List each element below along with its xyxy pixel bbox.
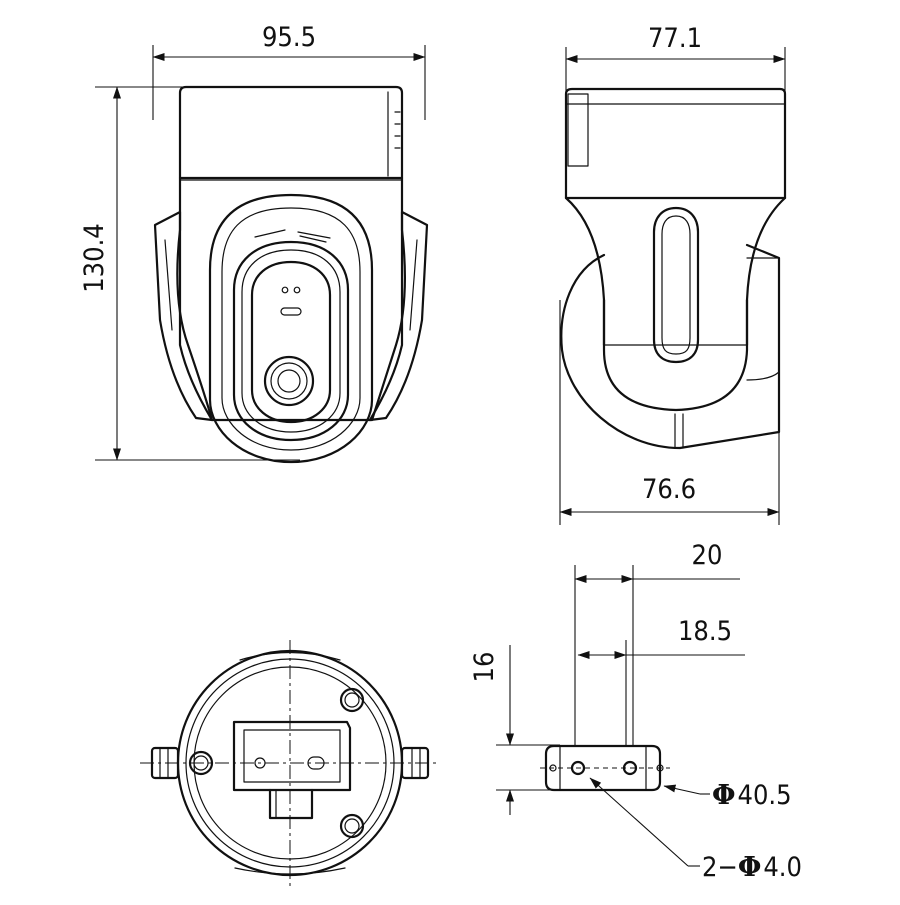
front-lens-module	[232, 240, 350, 442]
bottom-screw-left	[188, 750, 214, 776]
bracket-hole-right	[622, 760, 638, 776]
side-top-width-dimension: 77.1	[565, 23, 786, 92]
bottom-left-knob	[150, 746, 180, 780]
phi-symbol: Φ	[712, 780, 736, 811]
front-width-label: 95.5	[262, 22, 316, 53]
bracket-detail: 20 18.5 16 Φ40.5 2−Φ4	[469, 540, 802, 883]
front-lens-outer	[263, 355, 315, 407]
front-view: 95.5 130.4	[79, 22, 429, 464]
bracket-holes-callout: 2−Φ4.0	[702, 852, 802, 883]
bracket-dim-20: 20	[574, 540, 740, 745]
bottom-mounting-plate	[232, 720, 352, 792]
front-top-slot	[254, 229, 286, 238]
bracket-body	[544, 744, 662, 792]
front-height-dimension: 130.4	[79, 86, 300, 461]
side-slot	[652, 206, 700, 364]
front-camera-head	[208, 193, 374, 464]
side-neck	[564, 196, 787, 347]
front-side-button-ticks	[394, 111, 401, 149]
bracket-diameter-value: 40.5	[738, 780, 792, 811]
bottom-plate-hole	[254, 757, 266, 769]
bracket-hole-value: 4.0	[763, 852, 802, 883]
side-mount-tab	[567, 93, 589, 167]
bracket-dim-16: 16	[469, 645, 560, 815]
bracket-dim-16-label: 16	[469, 652, 500, 683]
front-height-label: 130.4	[79, 223, 110, 293]
front-yoke	[176, 176, 407, 422]
front-sensor-right	[293, 286, 301, 294]
bracket-dim-18-5-label: 18.5	[678, 616, 732, 647]
bottom-right-knob	[400, 746, 430, 780]
side-top-housing	[564, 87, 787, 200]
side-camera-head	[560, 243, 781, 450]
side-bottom-width-label: 76.6	[642, 474, 696, 505]
side-view: 77.1 76.6	[559, 23, 787, 525]
side-bottom-width-dimension: 76.6	[559, 300, 780, 525]
bottom-screw-bottom-right	[339, 813, 365, 839]
phi-symbol-holes: Φ	[738, 852, 762, 883]
bottom-view	[140, 640, 440, 890]
front-indicator-led	[280, 307, 302, 316]
bracket-dim-20-label: 20	[692, 540, 723, 571]
front-width-dimension: 95.5	[152, 22, 426, 120]
bottom-plate-slot	[307, 756, 325, 770]
bracket-dim-18-5: 18.5	[577, 616, 745, 745]
bracket-hole-left	[570, 760, 586, 776]
front-left-arm	[153, 210, 214, 422]
side-top-width-label: 77.1	[648, 23, 702, 54]
bottom-screw-top-right	[339, 687, 365, 713]
bottom-lower-tab	[268, 788, 314, 820]
bracket-diameter-callout: Φ40.5	[712, 780, 792, 811]
front-top-housing	[178, 85, 404, 180]
front-right-arm	[368, 210, 429, 422]
front-sensor-left	[281, 286, 289, 294]
bracket-holes-prefix: 2−	[702, 852, 738, 883]
